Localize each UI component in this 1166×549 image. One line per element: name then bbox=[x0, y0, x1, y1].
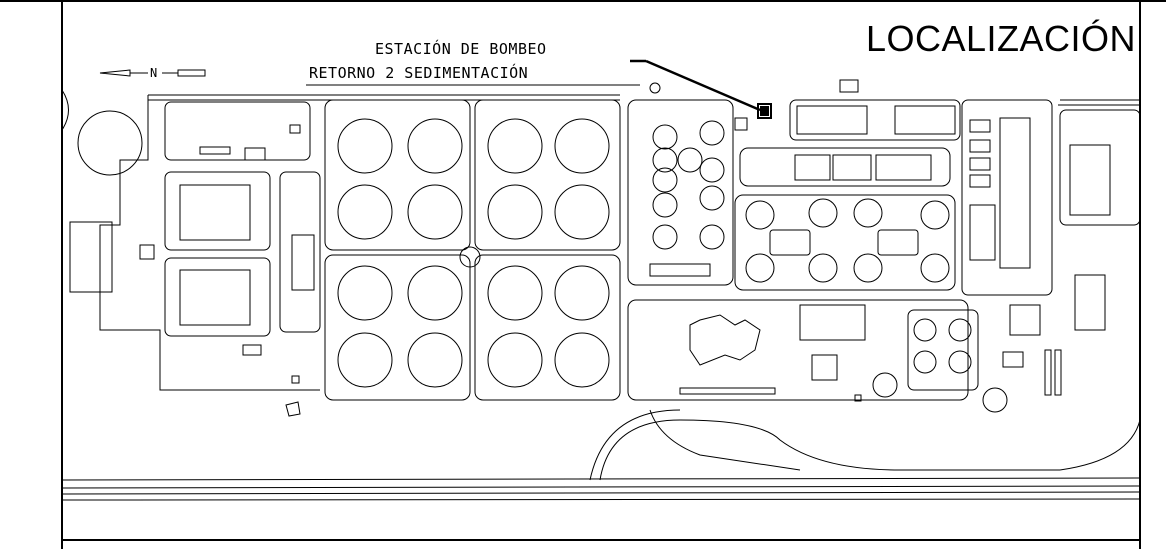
pumping-station-icon bbox=[757, 103, 772, 119]
tank-group-3 bbox=[324, 254, 471, 401]
callout-line-2: RETORNO 2 SEDIMENTACIÓN bbox=[309, 64, 529, 82]
edge-arc bbox=[61, 89, 69, 131]
far-right-building bbox=[961, 99, 1141, 296]
left-block bbox=[69, 94, 620, 417]
callout-line-1: ESTACIÓN DE BOMBEO bbox=[375, 40, 547, 58]
right-basins bbox=[734, 79, 961, 291]
tank-group-4 bbox=[474, 254, 621, 401]
center-manhole bbox=[459, 246, 481, 268]
north-label: N bbox=[150, 66, 158, 80]
main-road bbox=[61, 409, 1141, 501]
page-title: LOCALIZACIÓN bbox=[865, 18, 1136, 59]
lower-plant bbox=[627, 274, 1106, 413]
callout-bullet bbox=[649, 82, 661, 94]
tank-group-2 bbox=[474, 99, 621, 251]
callout-leader bbox=[630, 59, 761, 112]
north-arrow-icon bbox=[99, 69, 206, 77]
tank-large-left bbox=[77, 110, 143, 176]
filter-group bbox=[627, 99, 734, 286]
tank-group-1 bbox=[324, 99, 471, 251]
